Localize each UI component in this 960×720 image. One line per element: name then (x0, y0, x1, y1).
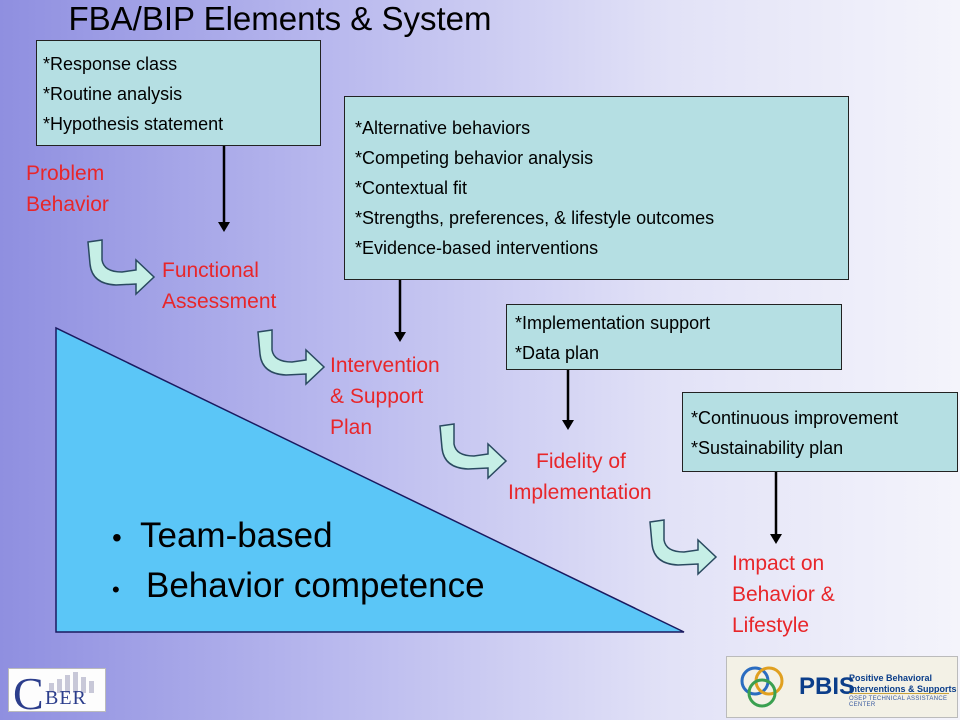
down-arrow-icon (562, 420, 574, 430)
box-line: *Evidence-based interventions (355, 238, 599, 258)
curved-arrow-icon (439, 423, 508, 480)
box-line: *Continuous improvement (691, 408, 899, 428)
stage-line: Lifestyle (732, 614, 810, 637)
down-arrow-icon (770, 534, 782, 544)
stage-line: Implementation (508, 481, 652, 504)
box-line: *Strengths, preferences, & lifestyle out… (355, 208, 715, 228)
box-improvement: *Continuous improvement *Sustainability … (682, 392, 958, 472)
cber-bars-icon (49, 672, 94, 693)
curved-arrow-icon (257, 329, 326, 386)
pbis-logo: PBIS Positive Behavioral Interventions &… (726, 656, 958, 718)
stage-line: Problem (26, 162, 105, 185)
stage-line: Assessment (162, 290, 277, 313)
pbis-tagline-2: Interventions & Supports (849, 684, 957, 694)
stage-line: Impact on (732, 552, 825, 575)
box-line: *Response class (43, 54, 178, 74)
box-line: *Alternative behaviors (355, 118, 531, 138)
bullet-text: Behavior competence (146, 566, 485, 605)
box-bip-elements: *Alternative behaviors *Competing behavi… (344, 96, 849, 280)
stage-line: Behavior (26, 193, 109, 216)
box-fba-elements: *Response class *Routine analysis *Hypot… (36, 40, 321, 146)
down-arrow-icon (394, 332, 406, 342)
bullet-text: Team-based (140, 516, 333, 555)
box-line: *Competing behavior analysis (355, 148, 594, 168)
stage-line: Intervention (330, 354, 440, 377)
bullet-dot: • (112, 577, 120, 602)
stage-functional-assessment: Functional Assessment (162, 255, 276, 317)
pbis-rings-icon (740, 666, 784, 708)
box-implementation: *Implementation support *Data plan (506, 304, 842, 370)
stage-line: Fidelity of (536, 450, 626, 473)
curved-arrow-icon (649, 519, 718, 576)
pbis-word: PBIS (799, 673, 856, 700)
stage-line: & Support (330, 385, 424, 408)
pbis-center: OSEP TECHNICAL ASSISTANCE CENTER (849, 696, 948, 708)
box-line: *Data plan (515, 343, 600, 363)
box-line: *Implementation support (515, 313, 711, 333)
cber-initial: C (13, 668, 44, 719)
stage-intervention-plan: Intervention & Support Plan (330, 350, 440, 443)
stage-line: Functional (162, 259, 259, 282)
bullet-behavior-competence: • Behavior competence (112, 566, 485, 606)
curved-arrow-icon (87, 239, 156, 296)
box-line: *Sustainability plan (691, 438, 844, 458)
stage-fidelity: Fidelity of Implementation (508, 446, 652, 508)
pbis-divider (849, 693, 949, 694)
bullet-dot: • (112, 522, 122, 553)
box-line: *Contextual fit (355, 178, 468, 198)
pbis-tagline-1: Positive Behavioral (849, 673, 933, 683)
page-title: FBA/BIP Elements & System (68, 0, 492, 37)
box-line: *Hypothesis statement (43, 114, 224, 134)
stage-impact: Impact on Behavior & Lifestyle (732, 548, 835, 641)
box-line: *Routine analysis (43, 84, 183, 104)
stage-line: Behavior & (732, 583, 835, 606)
cber-rest: BER (45, 687, 87, 709)
cber-logo: C BER (8, 668, 106, 719)
bullet-team-based: • Team-based (112, 516, 333, 556)
down-arrow-icon (218, 222, 230, 232)
stage-problem-behavior: Problem Behavior (26, 158, 109, 220)
team-triangle (55, 326, 685, 633)
stage-line: Plan (330, 416, 373, 439)
pbis-tagline: Positive Behavioral Interventions & Supp… (849, 673, 957, 695)
